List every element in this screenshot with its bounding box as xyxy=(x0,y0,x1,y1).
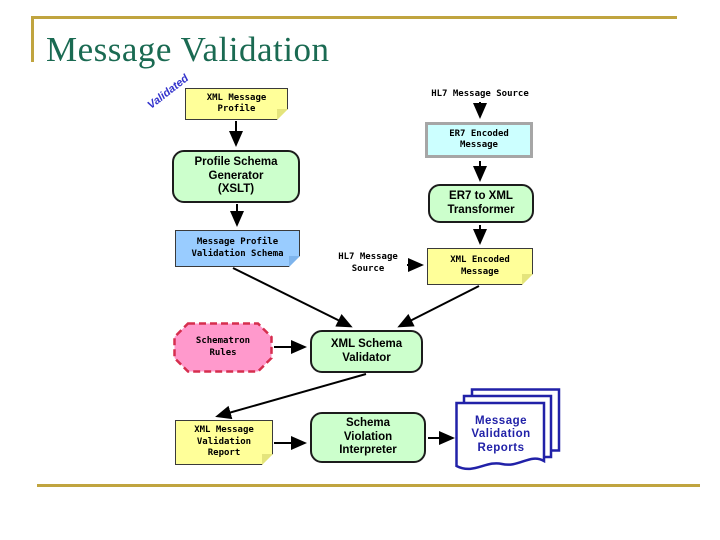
node-xml-encoded-message: XML Encoded Message xyxy=(427,248,533,285)
note-shape xyxy=(427,248,533,285)
node-label: XML Encoded Message xyxy=(450,255,510,277)
node-message-profile-validation-schema: Message Profile Validation Schema xyxy=(175,230,300,267)
node-label: Message Profile Validation Schema xyxy=(191,237,284,259)
rect-shape xyxy=(425,122,533,158)
node-schematron-rules: Schematron Rules xyxy=(173,322,273,373)
note-shape xyxy=(175,420,273,465)
node-label: XML Message Validation Report xyxy=(194,425,254,459)
folded-corner-icon xyxy=(289,256,300,267)
node-schema-violation-interpreter: Schema Violation Interpreter xyxy=(310,412,426,463)
footer-divider xyxy=(37,484,700,487)
node-label: XML Message Profile xyxy=(206,92,267,115)
stacked-documents-shape xyxy=(455,388,561,471)
node-label: Schema Violation Interpreter xyxy=(339,417,397,457)
node-label: Profile Schema Generator (XSLT) xyxy=(194,156,278,196)
node-message-validation-reports: Message Validation Reports xyxy=(455,388,563,478)
note-shape xyxy=(175,230,300,267)
node-er7-encoded-message: ER7 Encoded Message xyxy=(425,122,533,158)
node-label: Message Validation Reports xyxy=(471,414,531,454)
rounded-shape xyxy=(310,330,423,373)
rounded-shape xyxy=(310,412,426,463)
node-er7-to-xml-transformer: ER7 to XML Transformer xyxy=(428,184,534,223)
node-label: Schematron Rules xyxy=(195,336,251,358)
node-xml-schema-validator: XML Schema Validator xyxy=(310,330,423,373)
node-label: ER7 Encoded Message xyxy=(449,128,509,151)
node-profile-schema-generator: Profile Schema Generator (XSLT) xyxy=(172,150,300,203)
node-label: ER7 to XML Transformer xyxy=(447,190,515,216)
page-title: Message Validation xyxy=(46,30,330,69)
label-hl7-message-source-top: HL7 Message Source xyxy=(431,89,529,99)
rounded-shape xyxy=(172,150,300,203)
label-hl7-message-source-mid: HL7 Message Source xyxy=(338,252,398,274)
note-shape xyxy=(185,88,288,120)
node-label: XML Schema Validator xyxy=(330,338,403,364)
folded-corner-icon xyxy=(277,109,288,120)
title-border-top xyxy=(31,16,677,19)
folded-corner-icon xyxy=(522,274,533,285)
folded-corner-icon xyxy=(262,454,273,465)
node-xml-message-profile: XML Message Profile xyxy=(185,88,288,120)
title-border-left xyxy=(31,16,34,62)
octagon-shape xyxy=(173,322,273,373)
node-xml-message-validation-report: XML Message Validation Report xyxy=(175,420,273,465)
rounded-shape xyxy=(428,184,534,223)
